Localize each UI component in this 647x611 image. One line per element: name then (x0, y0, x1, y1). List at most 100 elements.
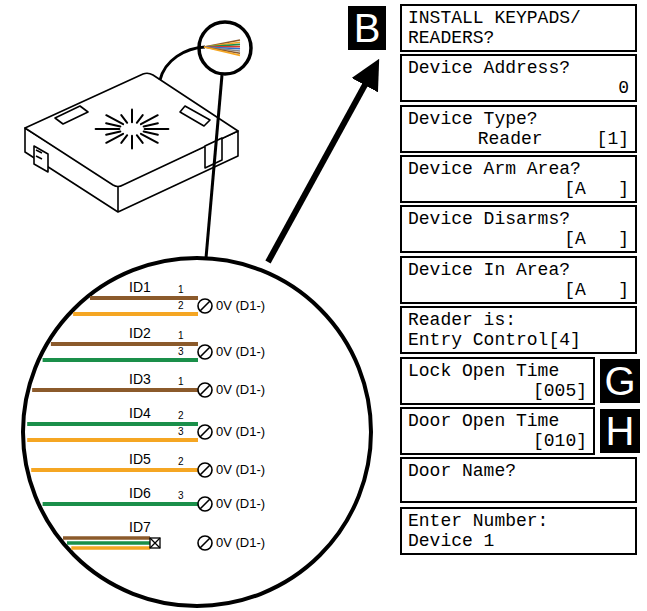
wire (71, 546, 150, 550)
lcd-screen: Reader is:Entry Control[4] (400, 306, 637, 354)
terminal-label: 0V (D1-) (216, 536, 265, 549)
screen-text: Lock Open Time (408, 361, 587, 381)
screen-text: [A ] (408, 229, 629, 249)
leader-line (206, 75, 222, 258)
screen-text: INSTALL KEYPADS/ READERS? (408, 8, 587, 48)
grill-slot (137, 135, 143, 143)
wire-number: 2 (178, 457, 184, 467)
lcd-screen: INSTALL KEYPADS/ READERS? (400, 4, 637, 52)
wire (43, 358, 198, 362)
wire-number: 1 (178, 377, 184, 387)
reader-housing (25, 73, 238, 212)
screen-text: [010] (408, 431, 587, 451)
screw-terminal (198, 383, 212, 397)
screw-terminal (198, 536, 212, 550)
terminal-label: 0V (D1-) (216, 345, 265, 358)
terminal-id: ID7 (129, 520, 151, 534)
grill-slot (145, 128, 169, 130)
callout-text: B (354, 8, 381, 48)
screen-text: Device Type? (408, 109, 629, 129)
grill-slot (96, 128, 120, 130)
callout-letter: H (600, 409, 640, 453)
terminal-label: 0V (D1-) (216, 383, 265, 396)
grill-slot (137, 115, 143, 123)
screw-slot (200, 538, 210, 548)
screen-text: 0 (408, 78, 629, 98)
grill-slot (121, 135, 127, 143)
terminal-label: 0V (D1-) (216, 299, 265, 312)
wire (67, 541, 150, 545)
wire (27, 438, 198, 442)
wire (51, 342, 198, 346)
terminal-id: ID3 (129, 372, 151, 386)
screen-text: Entry Control[4] (408, 330, 629, 350)
wire (63, 536, 150, 540)
wire (43, 502, 198, 506)
callout-letter: G (600, 359, 640, 403)
screen-text: Device 1 (408, 531, 629, 551)
callout-text: G (604, 361, 635, 401)
wire-end (204, 47, 240, 55)
lcd-screen: Lock Open Time[005] (400, 357, 595, 405)
screw-slot (200, 499, 210, 509)
screen-text: Reader [1] (408, 129, 629, 149)
screen-text: Device In Area? (408, 260, 629, 280)
callout-letter: B (348, 6, 386, 50)
lcd-screen: Door Open Time[010] (400, 407, 595, 455)
screw-terminal (198, 425, 212, 439)
screw-slot (200, 385, 210, 395)
wire-end (204, 40, 240, 47)
wire-end-cap (150, 538, 160, 548)
wire (90, 296, 198, 300)
wire-number: 3 (178, 347, 184, 357)
screen-text: Enter Number: (408, 511, 629, 531)
lcd-screen: Device Type?Reader [1] (400, 105, 637, 153)
terminal-label: 0V (D1-) (216, 425, 265, 438)
grill-slot (141, 134, 158, 143)
lcd-screen: Enter Number:Device 1 (400, 507, 637, 555)
wire-number: 2 (178, 301, 184, 311)
grill-slot (121, 115, 127, 123)
lcd-screen: Door Name? (400, 457, 637, 503)
grill-slot (144, 123, 158, 126)
screen-text: [005] (408, 381, 587, 401)
terminal-id: ID6 (129, 486, 151, 500)
terminal-id: ID4 (129, 406, 151, 420)
terminal-id: ID1 (129, 280, 151, 294)
lcd-screen: Device Disarms?[A ] (400, 205, 637, 253)
wire-number: 3 (178, 427, 184, 437)
screen-text: Door Open Time (408, 411, 587, 431)
screen-text: [A ] (408, 280, 629, 300)
wire-number: 3 (178, 491, 184, 501)
terminal-label: 0V (D1-) (216, 463, 265, 476)
screw-terminal (198, 345, 212, 359)
screen-text: Door Name? (408, 461, 629, 481)
cable-wires (204, 40, 240, 55)
callout-text: H (606, 411, 635, 451)
speaker-grill (96, 110, 169, 149)
screen-text: Device Address? (408, 58, 629, 78)
wiring (27, 298, 212, 550)
magnified-circle (23, 258, 371, 606)
screw-slot (200, 347, 210, 357)
screw-slot (200, 465, 210, 475)
grill-slot (106, 115, 123, 124)
grill-slot (106, 123, 120, 126)
wire-end-cap (150, 538, 160, 548)
grill-slot (131, 110, 133, 123)
wire-number: 1 (178, 285, 184, 295)
wire (31, 468, 198, 472)
terminal-label: 0V (D1-) (216, 497, 265, 510)
wire (73, 312, 198, 316)
grill-slot (144, 132, 158, 135)
wire-end (204, 42, 240, 47)
screen-text: Reader is: (408, 310, 629, 330)
screw-slot (200, 301, 210, 311)
lcd-screen: Device In Area?[A ] (400, 256, 637, 304)
screw-terminal (198, 497, 212, 511)
wire (32, 388, 198, 392)
lcd-screen: Device Address?0 (400, 54, 637, 102)
wire-number: 2 (178, 411, 184, 421)
terminal-id: ID2 (129, 326, 151, 340)
